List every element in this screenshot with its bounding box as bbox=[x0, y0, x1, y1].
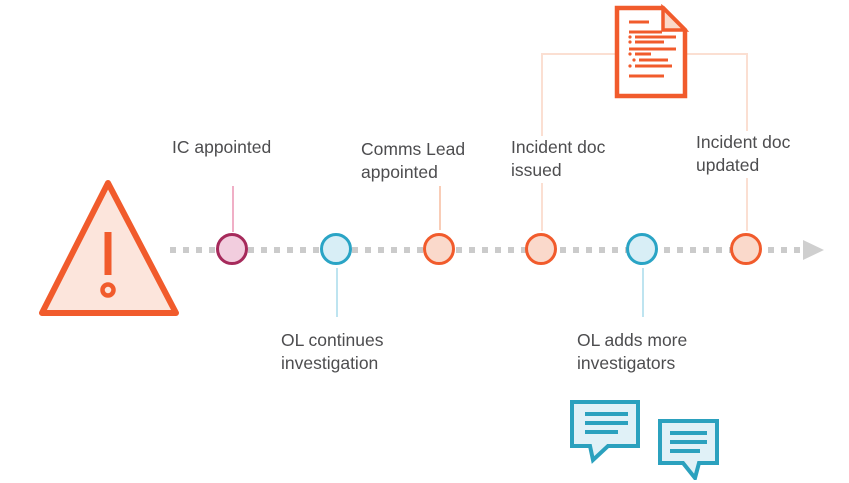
event-label-ic-appointed: IC appointed bbox=[172, 136, 307, 160]
event-label-ol-continues-investigation: OL continues investigation bbox=[281, 329, 429, 376]
connector-ol-adds bbox=[642, 268, 644, 317]
connector-ol-continues bbox=[336, 268, 338, 317]
event-label-incident-doc-issued: Incident doc issued bbox=[511, 136, 635, 183]
speech-bubble-icon bbox=[657, 418, 721, 483]
timeline-dashed-line bbox=[170, 247, 803, 253]
speech-bubble-icon bbox=[568, 398, 644, 469]
timeline-node-comms-lead bbox=[423, 233, 455, 265]
connector-ic-appointed bbox=[232, 186, 234, 232]
event-label-ol-adds-more-investigators: OL adds more investigators bbox=[577, 329, 727, 376]
timeline-node-ic-appointed bbox=[216, 233, 248, 265]
incident-document-icon bbox=[612, 3, 690, 105]
connector-comms-lead bbox=[439, 186, 441, 230]
timeline-node-ol-continues bbox=[320, 233, 352, 265]
event-label-comms-lead-appointed: Comms Lead appointed bbox=[361, 138, 473, 185]
warning-triangle-icon bbox=[33, 176, 185, 327]
timeline-node-doc-updated bbox=[730, 233, 762, 265]
timeline-node-doc-issued bbox=[525, 233, 557, 265]
timeline-node-ol-adds bbox=[626, 233, 658, 265]
timeline-arrow-icon bbox=[803, 240, 824, 260]
event-label-incident-doc-updated: Incident doc updated bbox=[696, 131, 820, 178]
